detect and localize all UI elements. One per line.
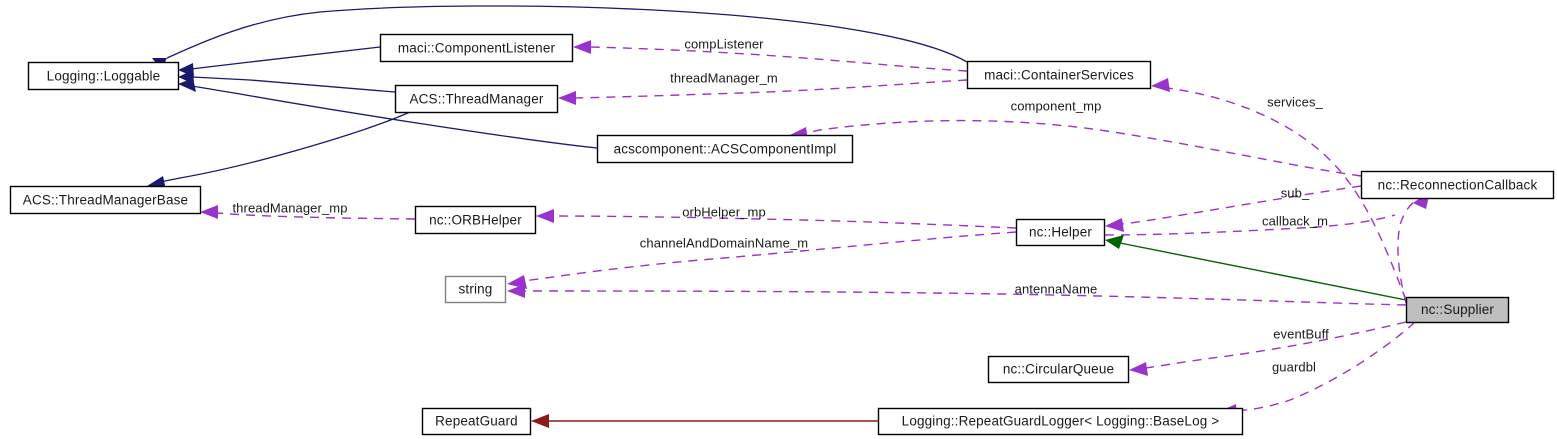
node-label-logging-repeatguardlogger: Logging::RepeatGuardLogger< Logging::Bas… [902,414,1220,429]
node-box-acs-threadmanagerbase[interactable] [9,185,202,215]
node-box-string[interactable] [444,275,507,304]
arrowhead-usage-threadmanagermp [200,205,218,219]
node-string[interactable]: string [444,275,507,304]
edge-threadmanager-loggable [191,76,396,93]
edge-containerservices-loggable [166,5,968,63]
edge-usage-eventbuff [1145,321,1407,369]
node-acscomponent-acscomponentimpl[interactable]: acscomponent::ACSComponentImpl [596,134,854,164]
arrowhead-usage-orbhelpermp [536,209,554,223]
node-nc-orbhelper[interactable]: nc::ORBHelper [414,205,537,235]
node-nc-supplier[interactable]: nc::Supplier [1405,296,1510,324]
node-box-maci-componentlistener[interactable] [379,33,574,63]
edge-label-threadmanager-mp: threadManager_mp [232,200,347,215]
node-maci-componentlistener[interactable]: maci::ComponentListener [379,33,574,63]
usage-edges [200,40,1430,418]
edge-label-threadmanager-m: threadManager_m [670,70,778,85]
edge-usage-services [1167,87,1407,301]
arrowhead-usage-services [1151,78,1170,92]
node-repeatguard[interactable]: RepeatGuard [421,407,532,436]
node-box-nc-helper[interactable] [1015,218,1106,247]
arrowhead-usage-antennaname [507,284,525,298]
node-box-logging-loggable[interactable] [27,61,180,91]
node-label-nc-circularqueue: nc::CircularQueue [1003,362,1114,377]
node-logging-repeatguardlogger[interactable]: Logging::RepeatGuardLogger< Logging::Bas… [877,407,1244,436]
edge-label-services: services_ [1267,94,1323,109]
arrowhead-protected-inherit [531,414,549,428]
node-nc-reconnectioncallback[interactable]: nc::ReconnectionCallback [1360,170,1555,200]
node-label-acs-threadmanager: ACS::ThreadManager [409,92,543,107]
node-label-acscomponent-acscomponentimpl: acscomponent::ACSComponentImpl [614,142,837,157]
node-box-nc-orbhelper[interactable] [414,205,537,235]
node-label-maci-componentlistener: maci::ComponentListener [398,41,556,56]
arrowhead-usage-eventbuff [1129,362,1148,376]
node-box-logging-repeatguardlogger[interactable] [877,407,1244,436]
edge-usage-complistener [589,46,968,72]
edge-label-channelanddomainname-m: channelAndDomainName_m [640,235,808,250]
node-nc-helper[interactable]: nc::Helper [1015,218,1106,247]
arrowhead-usage-sub [1105,218,1124,232]
protected-inheritance-edges [531,414,878,428]
edge-usage-threadmanagerm [574,79,968,99]
nodes-layer: Logging::Loggable maci::ComponentListene… [9,33,1555,436]
arrowhead-usage-threadmanagerm [558,91,576,105]
edge-label-callback-m: callback_m [1262,213,1328,228]
node-label-nc-helper: nc::Helper [1029,225,1092,240]
node-label-logging-loggable: Logging::Loggable [47,69,161,84]
node-label-nc-supplier: nc::Supplier [1421,302,1494,317]
node-maci-containerservices[interactable]: maci::ContainerServices [966,60,1152,90]
node-acs-threadmanagerbase[interactable]: ACS::ThreadManagerBase [9,185,202,215]
node-box-acscomponent-acscomponentimpl[interactable] [596,134,854,164]
edge-componentlistener-loggable [190,46,381,70]
node-box-nc-supplier[interactable] [1405,296,1510,324]
node-logging-loggable[interactable]: Logging::Loggable [27,61,180,91]
edge-acscomponentimpl-loggable [191,85,598,149]
edge-usage-componentmp [804,119,1362,177]
node-label-nc-reconnectioncallback: nc::ReconnectionCallback [1378,178,1538,193]
arrowhead-inherit-4 [178,78,196,92]
edge-usage-sub [1121,185,1362,225]
edge-label-orbhelper-mp: orbHelper_mp [682,204,766,219]
node-box-repeatguard[interactable] [421,407,532,436]
edge-usage-orbhelpermp [551,215,1017,229]
node-box-maci-containerservices[interactable] [966,60,1152,90]
node-label-repeatguard: RepeatGuard [435,414,518,429]
node-label-maci-containerservices: maci::ContainerServices [984,68,1134,83]
arrowhead-template [1105,235,1124,249]
arrowhead-usage-complistener [573,40,591,54]
node-label-acs-threadmanagerbase: ACS::ThreadManagerBase [23,193,188,208]
edge-usage-threadmanagermp [217,212,416,220]
edge-labels-layer: compListener threadManager_m component_m… [232,36,1329,374]
edge-label-guardbl: guardbl [1272,359,1316,374]
edge-usage-antennaname [523,290,1407,306]
template-edges [1105,235,1407,301]
node-nc-circularqueue[interactable]: nc::CircularQueue [987,355,1130,384]
edge-usage-guardbl [1234,321,1416,412]
edge-usage-callbackm-tail [1104,214,1396,236]
edge-label-component-mp: component_mp [1011,98,1102,113]
edge-label-complistener: compListener [684,36,764,51]
edge-label-antennaname: antennaName [1015,281,1098,296]
edge-label-sub: sub_ [1281,185,1310,200]
edge-usage-callbackm [1397,198,1419,304]
node-box-nc-circularqueue[interactable] [987,355,1130,384]
node-acs-threadmanager[interactable]: ACS::ThreadManager [394,84,559,114]
edge-label-eventbuff: eventBuff [1273,326,1329,341]
node-label-nc-orbhelper: nc::ORBHelper [429,213,522,228]
node-box-nc-reconnectioncallback[interactable] [1360,170,1555,200]
node-label-string: string [459,282,493,297]
node-box-acs-threadmanager[interactable] [394,84,559,114]
edge-threadmanager-threadmanagerbase [159,111,411,183]
edge-helper-supplier [1119,242,1407,301]
